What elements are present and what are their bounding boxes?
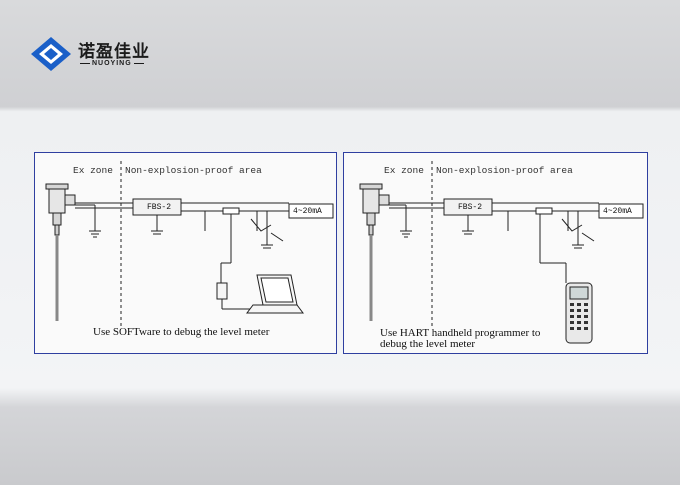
brand-name-en: NUOYING [78, 60, 146, 67]
ex-zone-label: Ex zone [384, 165, 424, 176]
non-ex-zone-label: Non-explosion-proof area [436, 165, 573, 176]
brand-mark-icon [31, 37, 71, 71]
wiring-diagram-software: Ex zone Non-explosion-proof area FBS-2 4… [34, 152, 337, 354]
wiring-diagram-lines [45, 161, 334, 328]
signal-label: 4~20mA [293, 207, 322, 216]
ex-zone-label: Ex zone [73, 165, 113, 176]
laptop-icon [246, 274, 304, 314]
wiring-diagram-lines [359, 161, 644, 344]
non-ex-zone-label: Non-explosion-proof area [125, 165, 262, 176]
barrier-label: FBS-2 [458, 203, 483, 212]
brand-name-cn: 诺盈佳业 [78, 42, 150, 62]
brand-logo: 诺盈佳业 NUOYING [30, 36, 160, 76]
caption-line-1: Use HART handheld programmer to [380, 327, 541, 339]
caption-line-1: Use SOFTware to debug the level meter [93, 326, 270, 338]
hart-programmer-icon [565, 282, 593, 344]
wiring-diagram-hart: Ex zone Non-explosion-proof area FBS-2 4… [343, 152, 648, 354]
signal-label: 4~20mA [603, 207, 632, 216]
barrier-label: FBS-2 [147, 203, 172, 212]
caption-line-2: debug the level meter [380, 338, 475, 350]
